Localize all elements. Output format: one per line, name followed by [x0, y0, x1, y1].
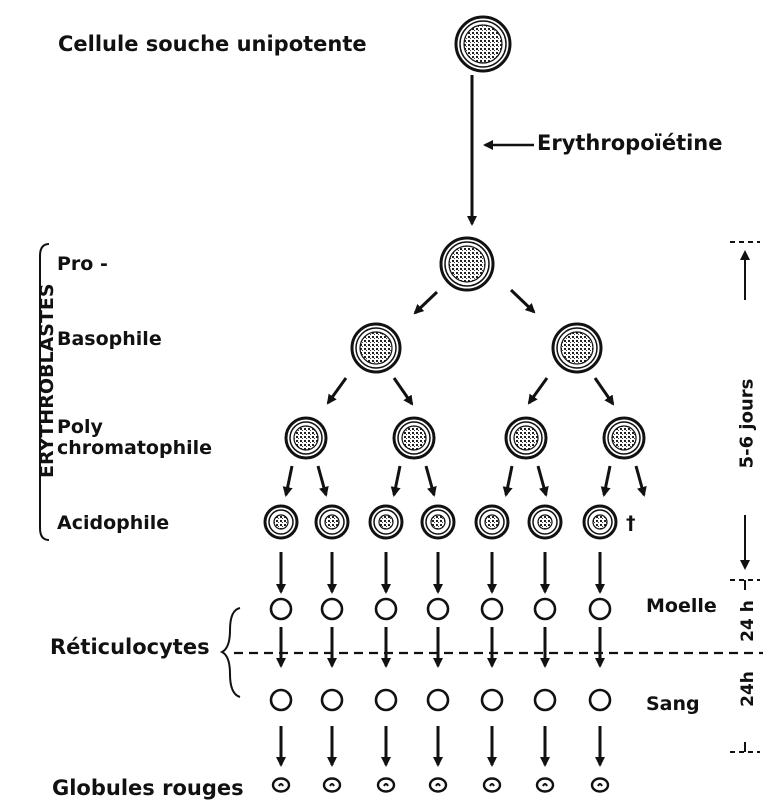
brackets-layer [40, 242, 763, 752]
acidophile-cell [584, 506, 616, 538]
red-blood-cell [273, 779, 289, 792]
blood-reticulocyte-cell [376, 690, 396, 710]
red-blood-cell [430, 779, 446, 792]
acidophile-cell [476, 506, 508, 538]
red-blood-cell [324, 779, 340, 792]
poly-to-acido-arrow [506, 466, 512, 495]
poly-to-acido-arrow [426, 466, 434, 495]
marrow-reticulocyte-cell [271, 599, 291, 619]
acidophile-cell [422, 506, 454, 538]
acidophile-cell [316, 506, 348, 538]
marrow-reticulocyte-cell [535, 599, 555, 619]
polychromatophile-cell [286, 418, 326, 458]
acidophile-cell [529, 506, 561, 538]
marrow-reticulocyte-cell [322, 599, 342, 619]
blood-reticulocyte-cell [428, 690, 448, 710]
baso-to-poly-arrow [529, 378, 547, 403]
poly-to-acido-arrow [636, 466, 644, 495]
polychromatophile-cell [394, 418, 434, 458]
blood-reticulocyte-cell [271, 690, 291, 710]
blood-reticulocyte-cell [590, 690, 610, 710]
poly-to-acido-arrow [538, 466, 546, 495]
red-blood-cell [537, 779, 553, 792]
marrow-reticulocyte-cell [376, 599, 396, 619]
arrows-layer [281, 75, 644, 765]
blood-reticulocyte-cell [322, 690, 342, 710]
stem-cell [456, 17, 510, 71]
pro-to-baso-right-arrow [511, 290, 534, 312]
baso-to-poly-arrow [394, 378, 412, 404]
red-blood-cell [592, 779, 608, 792]
baso-to-poly-arrow [595, 378, 613, 404]
acidophile-cell [370, 506, 402, 538]
basophile-cell [352, 324, 400, 372]
blood-reticulocyte-cell [535, 690, 555, 710]
basophile-cell [553, 324, 601, 372]
marrow-reticulocyte-cell [590, 599, 610, 619]
erythroblasts-bracket [40, 244, 49, 540]
poly-to-acido-arrow [318, 466, 326, 495]
red-blood-cell [378, 779, 394, 792]
marrow-reticulocyte-cell [482, 599, 502, 619]
baso-to-poly-arrow [328, 378, 346, 403]
marrow-reticulocyte-cell [428, 599, 448, 619]
cells-layer [265, 17, 644, 792]
poly-to-acido-arrow [394, 466, 400, 495]
poly-to-acido-arrow [604, 466, 610, 495]
red-blood-cell [484, 779, 500, 792]
poly-to-acido-arrow [286, 466, 292, 495]
polychromatophile-cell [506, 418, 546, 458]
blood-reticulocyte-cell [482, 690, 502, 710]
pro-erythroblast-cell [441, 238, 493, 290]
acidophile-cell [265, 506, 297, 538]
pro-to-baso-left-arrow [415, 292, 437, 313]
polychromatophile-cell [604, 418, 644, 458]
